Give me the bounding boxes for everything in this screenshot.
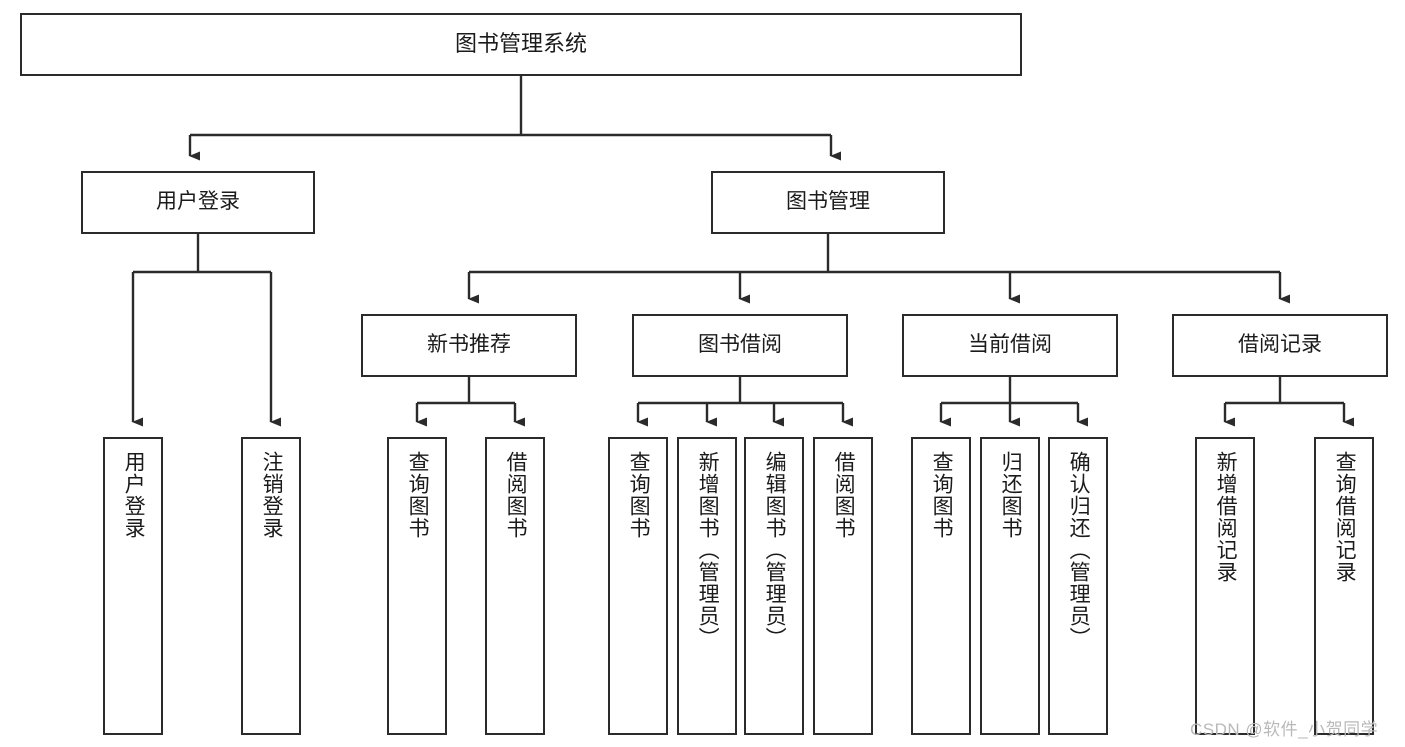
node-borrow-record[interactable]: 借阅记录 (1172, 314, 1388, 377)
node-label: 查询借阅记录 (1333, 451, 1357, 583)
node-book-borrow[interactable]: 图书借阅 (632, 314, 848, 377)
node-leaf-borrow-book[interactable]: 借阅图书 (813, 437, 873, 735)
node-label: 借阅图书 (504, 451, 528, 539)
node-label: 借阅记录 (1238, 333, 1322, 357)
node-user-login[interactable]: 用户登录 (81, 171, 315, 234)
node-book-manage[interactable]: 图书管理 (711, 171, 945, 234)
node-label: 图书管理系统 (454, 31, 587, 57)
node-leaf-return-book[interactable]: 归还图书 (980, 437, 1040, 735)
node-leaf-query-book-borrow[interactable]: 查询图书 (608, 437, 668, 735)
node-leaf-borrow-book-recommend[interactable]: 借阅图书 (485, 437, 545, 735)
watermark-text: CSDN @软件_小贺同学 (1190, 720, 1379, 739)
node-label: 图书借阅 (698, 333, 782, 357)
node-label: 用户登录 (122, 451, 146, 539)
node-leaf-confirm-return[interactable]: 确认归还（管理员） (1048, 437, 1108, 735)
node-current-borrow[interactable]: 当前借阅 (902, 314, 1118, 377)
node-label: 确认归还（管理员） (1067, 451, 1091, 649)
node-label: 查询图书 (930, 451, 954, 539)
node-leaf-user-login[interactable]: 用户登录 (103, 437, 163, 735)
node-label: 查询图书 (627, 451, 651, 539)
node-label: 注销登录 (260, 451, 284, 539)
node-label: 新增借阅记录 (1214, 451, 1238, 583)
node-root-book-management-system[interactable]: 图书管理系统 (20, 13, 1022, 76)
node-label: 新增图书（管理员） (696, 451, 720, 649)
node-leaf-edit-book[interactable]: 编辑图书（管理员） (744, 437, 804, 735)
node-leaf-query-borrow-record[interactable]: 查询借阅记录 (1314, 437, 1374, 735)
node-label: 查询图书 (406, 451, 430, 539)
node-label: 当前借阅 (968, 333, 1052, 357)
node-leaf-query-book-recommend[interactable]: 查询图书 (387, 437, 447, 735)
node-label: 编辑图书（管理员） (763, 451, 787, 649)
node-label: 图书管理 (786, 190, 870, 214)
node-label: 借阅图书 (832, 451, 856, 539)
node-label: 新书推荐 (427, 333, 511, 357)
node-leaf-add-borrow-record[interactable]: 新增借阅记录 (1195, 437, 1255, 735)
node-leaf-add-book[interactable]: 新增图书（管理员） (677, 437, 737, 735)
node-label: 归还图书 (999, 451, 1023, 539)
node-leaf-query-book-current[interactable]: 查询图书 (911, 437, 971, 735)
node-leaf-user-logout[interactable]: 注销登录 (241, 437, 301, 735)
node-new-book-recommend[interactable]: 新书推荐 (361, 314, 577, 377)
node-label: 用户登录 (156, 190, 240, 214)
